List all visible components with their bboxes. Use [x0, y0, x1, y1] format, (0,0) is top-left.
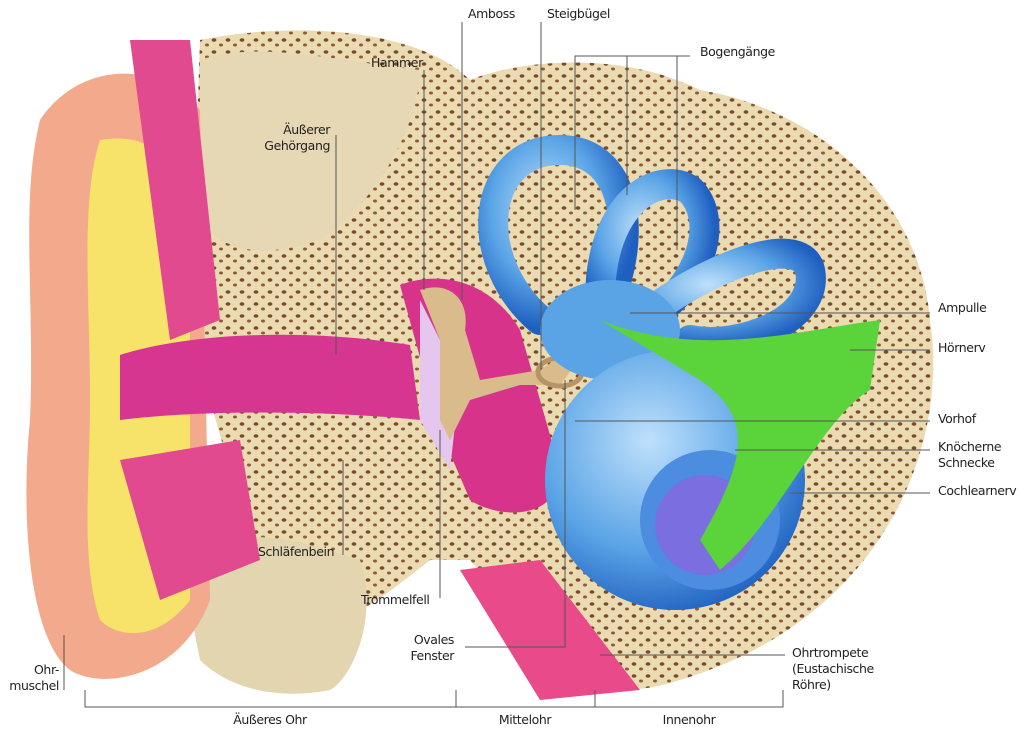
ossicles: [420, 287, 575, 440]
label-ohrmuschel: Ohr-muschel: [9, 662, 59, 694]
label-line: (Eustachische: [792, 661, 874, 676]
label-schlaefenbein: Schläfenbein: [258, 544, 335, 559]
semicircular-canals: [478, 134, 826, 357]
label-vorhof: Vorhof: [938, 411, 976, 426]
region-mittelohr: Mittelohr: [498, 712, 552, 727]
label-line: Ohrtrompete: [792, 645, 869, 660]
label-line: Röhre): [792, 677, 831, 692]
label-steigbuegel: Steigbügel: [547, 6, 610, 21]
label-line: Schnecke: [938, 455, 995, 470]
leader-lines: [63, 22, 930, 708]
label-hammer: Hammer: [371, 55, 423, 70]
label-ampulle: Ampulle: [938, 300, 987, 315]
ear-canal: [120, 334, 420, 420]
label-hoernerv: Hörnerv: [938, 340, 986, 355]
auditory-nerve: [600, 320, 880, 570]
label-bogengaenge: Bogengänge: [700, 44, 775, 59]
label-line: Ovales: [413, 632, 455, 647]
label-trommelfell: Trommelfell: [361, 592, 430, 607]
eustachian-tube: [460, 560, 640, 700]
label-line: Ohr-: [33, 662, 59, 677]
label-line: Gehörgang: [264, 138, 330, 153]
label-line: Knöcherne: [938, 439, 1002, 454]
label-line: muschel: [9, 678, 59, 693]
label-cochlearnerv: Cochlearnerv: [938, 483, 1017, 498]
region-aeusseres-ohr: Äußeres Ohr: [233, 712, 307, 727]
label-line: Fenster: [410, 648, 454, 663]
label-line: Äußerer: [283, 122, 330, 137]
label-amboss: Amboss: [468, 6, 515, 21]
region-innenohr: Innenohr: [662, 712, 716, 727]
